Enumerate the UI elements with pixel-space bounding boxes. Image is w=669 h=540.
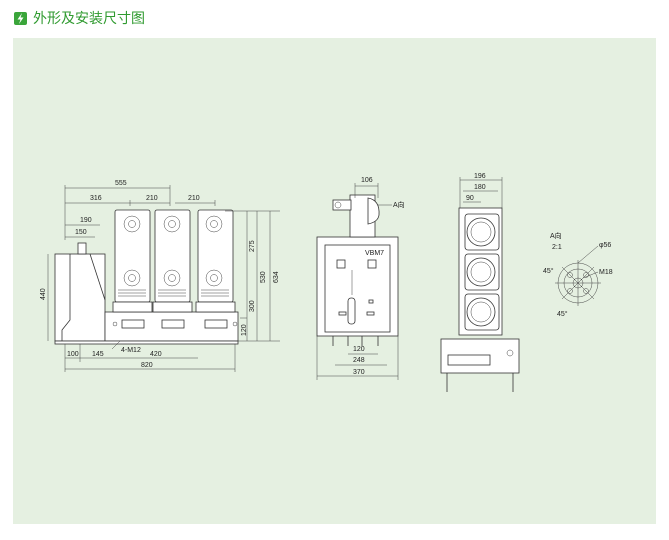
side-indicator-2 bbox=[367, 259, 377, 269]
side-terminal-curve bbox=[367, 197, 380, 225]
top-dim-90: 90 bbox=[466, 195, 474, 202]
side-terminal-arm bbox=[332, 199, 352, 211]
dim-210-b: 210 bbox=[188, 195, 200, 202]
side-terminal-bolt bbox=[334, 201, 342, 209]
model-label: VBM7 bbox=[365, 250, 384, 257]
top-dim-180: 180 bbox=[474, 184, 486, 191]
detail-45-b: 45° bbox=[557, 310, 568, 318]
side-panel bbox=[324, 244, 391, 333]
side-view: VBM7 106 A向 120 248 370 bbox=[316, 177, 405, 380]
front-view: 555 316 210 210 190 150 440 275 530 634 … bbox=[40, 180, 280, 372]
dim-120: 120 bbox=[241, 324, 248, 336]
detail-title: A向 bbox=[550, 231, 562, 240]
front-right-dims bbox=[225, 210, 280, 342]
mechanism-housing bbox=[54, 253, 106, 342]
dim-145: 145 bbox=[92, 351, 104, 358]
dim-300: 300 bbox=[249, 300, 256, 312]
base-plate bbox=[54, 340, 239, 345]
dim-190: 190 bbox=[80, 217, 92, 224]
top-view: 196 180 90 bbox=[440, 173, 520, 392]
dim-634: 634 bbox=[273, 271, 280, 283]
side-handle bbox=[347, 297, 356, 325]
direction-label: A向 bbox=[393, 200, 405, 209]
section-title: 外形及安装尺寸图 bbox=[33, 11, 145, 27]
dim-100: 100 bbox=[67, 351, 79, 358]
dim-555: 555 bbox=[115, 180, 127, 187]
top-base-plate bbox=[447, 354, 491, 366]
housing-slope bbox=[89, 253, 106, 301]
hole-label: 4-M12 bbox=[121, 347, 141, 354]
dim-275: 275 bbox=[249, 240, 256, 252]
detail-m18: M18 bbox=[599, 269, 613, 276]
dim-420: 420 bbox=[150, 351, 162, 358]
pole-2 bbox=[152, 209, 193, 329]
front-bottom-dims bbox=[64, 340, 236, 372]
side-button-2 bbox=[366, 311, 375, 316]
lightning-bolt-icon bbox=[14, 11, 27, 25]
detail-scale: 2:1 bbox=[552, 244, 562, 251]
side-dim-106: 106 bbox=[361, 177, 373, 184]
side-button-1 bbox=[338, 311, 347, 316]
pole-1 bbox=[112, 209, 153, 329]
side-dim-120: 120 bbox=[353, 346, 365, 353]
top-dim-196: 196 bbox=[474, 173, 486, 180]
dim-530: 530 bbox=[260, 271, 267, 283]
dim-210-a: 210 bbox=[146, 195, 158, 202]
side-dim-370: 370 bbox=[353, 369, 365, 376]
detail-view: A向 2:1 φ56 M18 45° 45° bbox=[543, 231, 613, 318]
top-knob bbox=[77, 242, 87, 255]
dim-440: 440 bbox=[40, 288, 47, 300]
dim-820: 820 bbox=[141, 362, 153, 369]
dim-150: 150 bbox=[75, 229, 87, 236]
side-dim-248: 248 bbox=[353, 357, 365, 364]
pole-3 bbox=[195, 209, 236, 329]
detail-45-a: 45° bbox=[543, 267, 554, 275]
dim-316: 316 bbox=[90, 195, 102, 202]
front-top-dims bbox=[64, 185, 216, 240]
section-header: 外形及安装尺寸图 bbox=[14, 6, 145, 30]
side-button-3 bbox=[368, 299, 374, 304]
side-indicator-1 bbox=[336, 259, 346, 269]
detail-phi56: φ56 bbox=[599, 242, 611, 249]
housing-detail bbox=[61, 254, 71, 341]
